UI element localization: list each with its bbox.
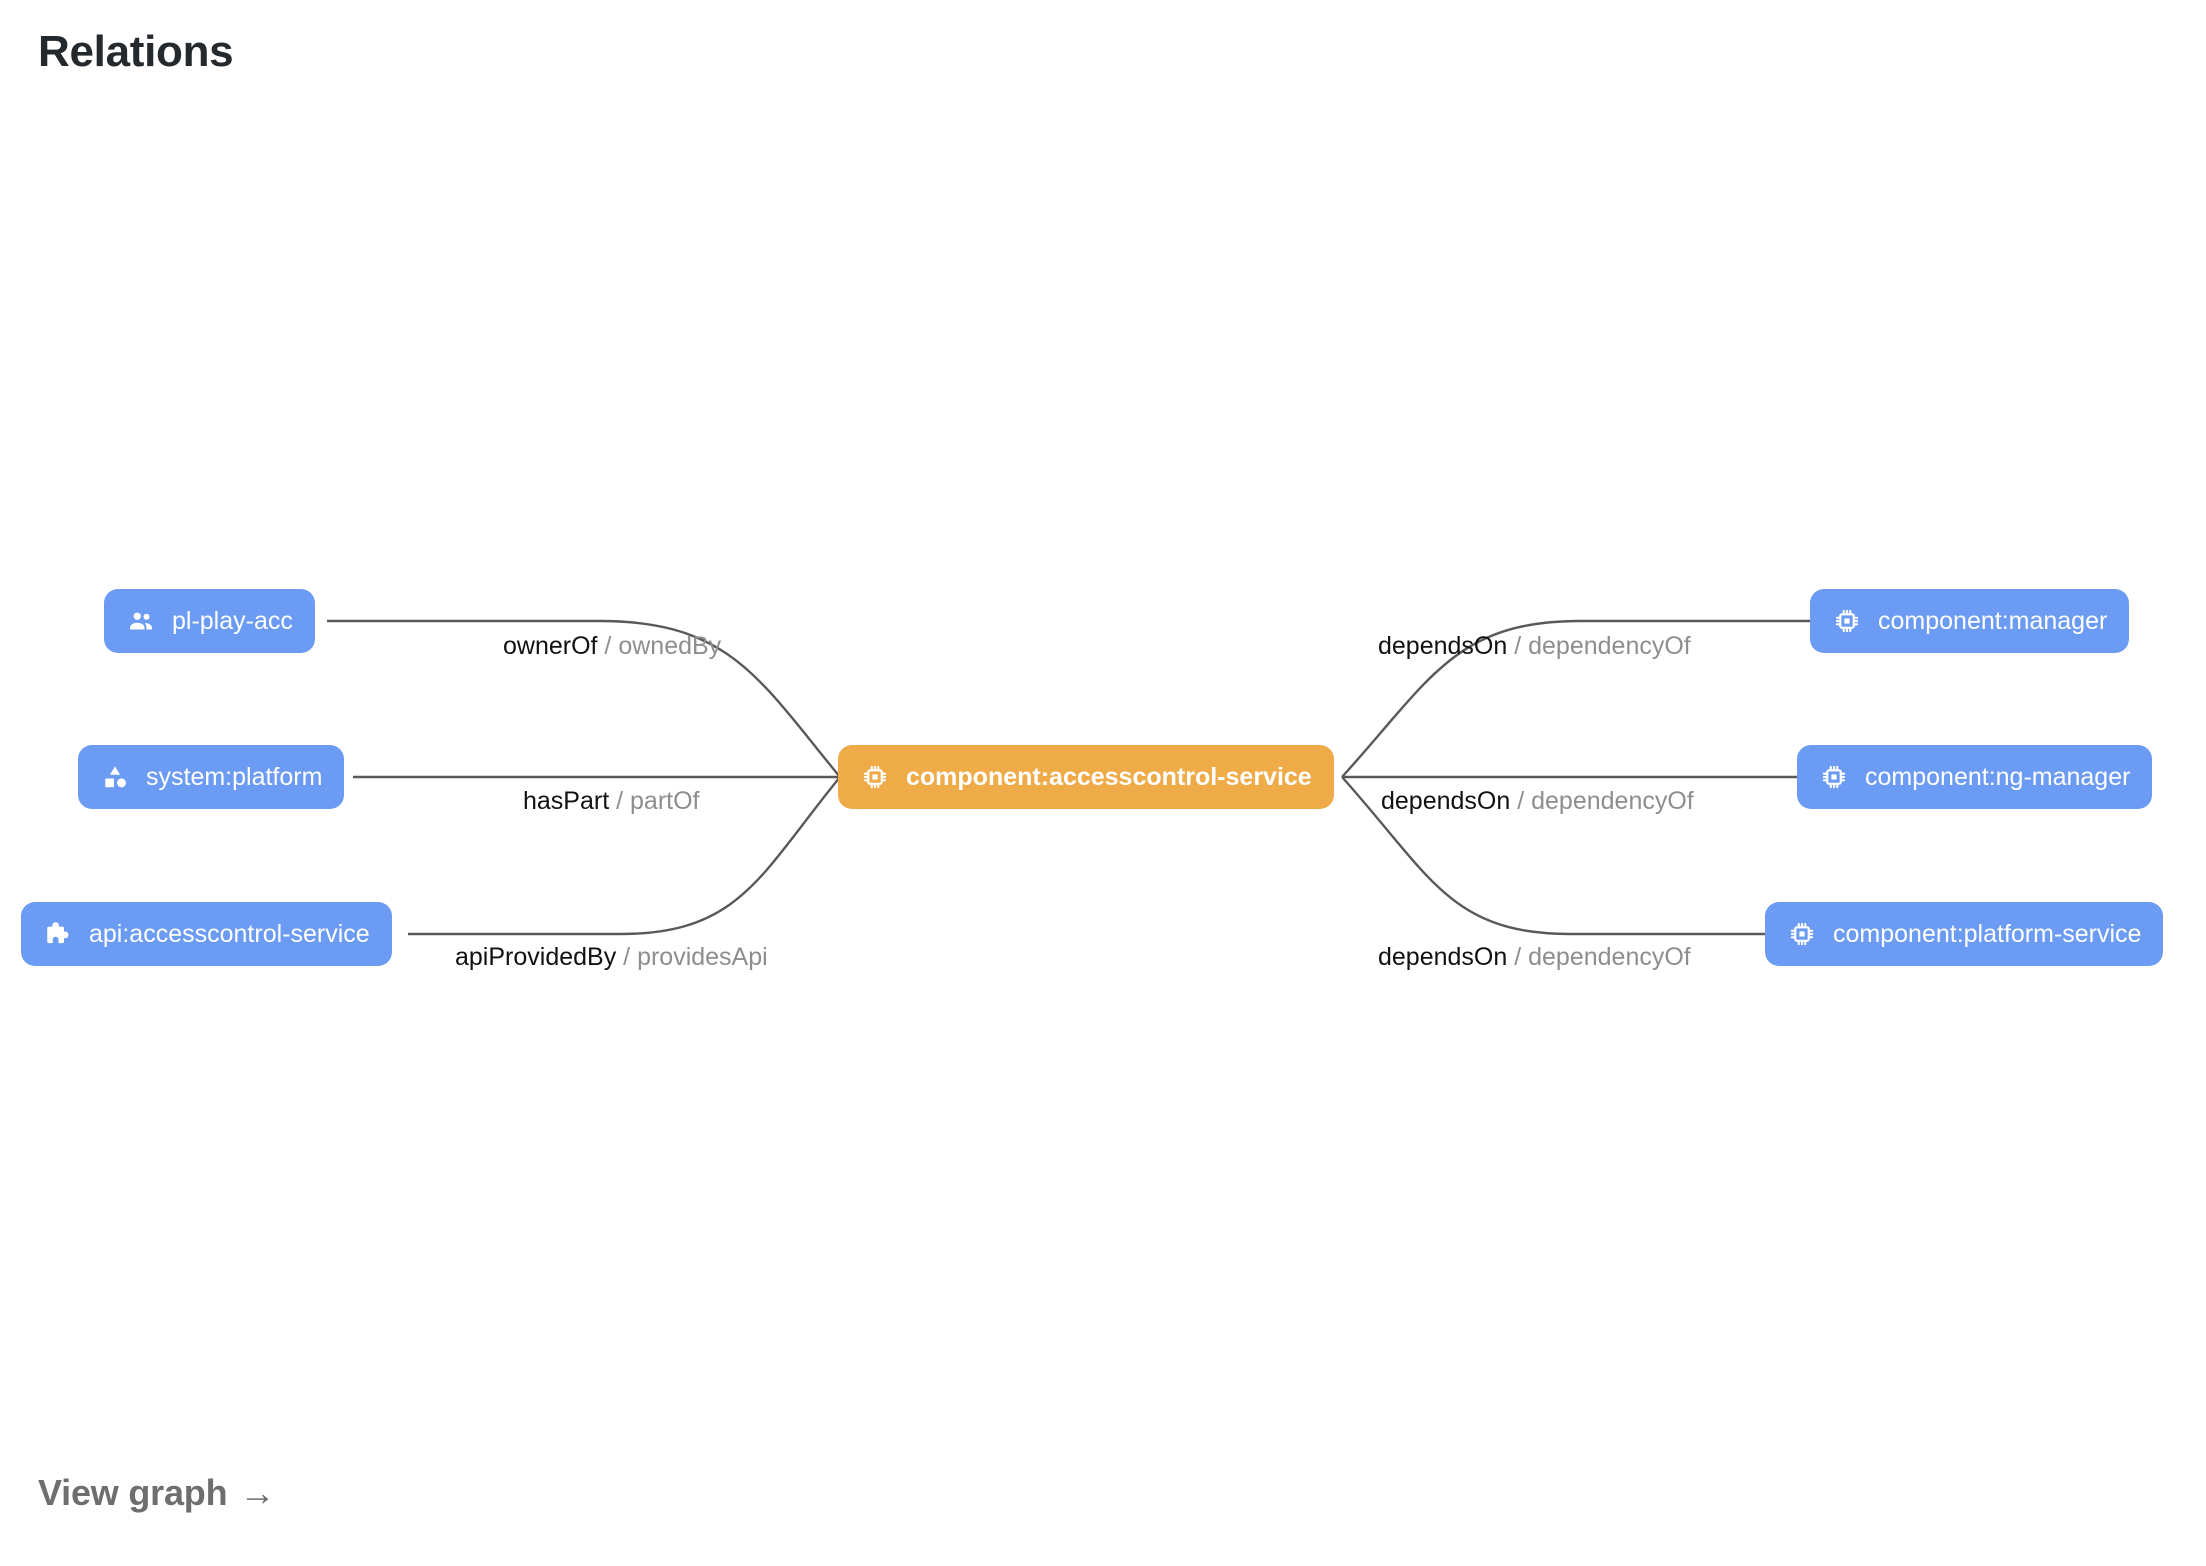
relation-separator: /: [597, 632, 619, 660]
relation-primary: dependsOn: [1381, 787, 1511, 815]
view-graph-link[interactable]: View graph →: [38, 1472, 275, 1514]
relation-primary: dependsOn: [1378, 632, 1508, 660]
edge-label-ownerOf: ownerOf / ownedBy: [503, 634, 721, 659]
edge-label-dependsOn-platform-service: dependsOn / dependencyOf: [1378, 945, 1691, 970]
relation-separator: /: [616, 943, 638, 971]
relation-secondary: ownedBy: [618, 632, 722, 660]
edge-apiProvidedBy: [408, 776, 841, 936]
graph-node-component-accesscontrol-service[interactable]: component:accesscontrol-service: [838, 745, 1334, 809]
graph-node-pl-play-acc[interactable]: pl-play-acc: [104, 589, 315, 653]
graph-node-label: component:manager: [1878, 606, 2108, 635]
relation-secondary: partOf: [630, 787, 700, 815]
edge-label-dependsOn-manager: dependsOn / dependencyOf: [1378, 634, 1691, 659]
graph-node-system-platform[interactable]: system:platform: [78, 745, 345, 809]
graph-node-component-platform-service[interactable]: component:platform-service: [1765, 902, 2164, 966]
graph-node-component-ng-manager[interactable]: component:ng-manager: [1797, 745, 2153, 809]
chip-icon: [860, 762, 890, 792]
relation-separator: /: [1507, 943, 1529, 971]
graph-node-label: component:accesscontrol-service: [906, 762, 1312, 791]
edge-label-dependsOn-ng-manager: dependsOn / dependencyOf: [1381, 789, 1694, 814]
graph-node-label: component:platform-service: [1833, 919, 2142, 948]
relation-separator: /: [1510, 787, 1532, 815]
graph-node-label: pl-play-acc: [172, 606, 293, 635]
chip-icon: [1787, 919, 1817, 949]
relation-secondary: dependencyOf: [1531, 787, 1694, 815]
category-icon: [100, 762, 130, 792]
relation-secondary: dependencyOf: [1528, 632, 1691, 660]
graph-node-label: system:platform: [146, 762, 323, 791]
relation-secondary: dependencyOf: [1528, 943, 1691, 971]
relation-secondary: providesApi: [637, 943, 768, 971]
group-icon: [126, 606, 156, 636]
puzzle-icon: [43, 919, 73, 949]
view-graph-label: View graph: [38, 1472, 228, 1513]
edge-dependsOn-manager: [1341, 619, 1810, 778]
relation-primary: ownerOf: [503, 632, 598, 660]
relation-primary: dependsOn: [1378, 943, 1508, 971]
graph-node-label: component:ng-manager: [1865, 762, 2131, 791]
edge-label-apiProvidedBy: apiProvidedBy / providesApi: [455, 945, 768, 970]
relation-primary: apiProvidedBy: [455, 943, 617, 971]
graph-node-component-manager[interactable]: component:manager: [1810, 589, 2130, 653]
chip-icon: [1819, 762, 1849, 792]
arrow-right-icon: →: [239, 1472, 276, 1513]
graph-node-label: api:accesscontrol-service: [89, 919, 370, 948]
edge-label-hasPart: hasPart / partOf: [523, 789, 700, 814]
chip-icon: [1832, 606, 1862, 636]
relation-separator: /: [1507, 632, 1529, 660]
relation-separator: /: [609, 787, 631, 815]
graph-node-api-accesscontrol-service[interactable]: api:accesscontrol-service: [21, 902, 392, 966]
edge-dependsOn-platform-service: [1341, 776, 1765, 936]
relation-primary: hasPart: [523, 787, 610, 815]
page-title: Relations: [38, 27, 234, 76]
edge-ownerOf: [327, 619, 841, 778]
